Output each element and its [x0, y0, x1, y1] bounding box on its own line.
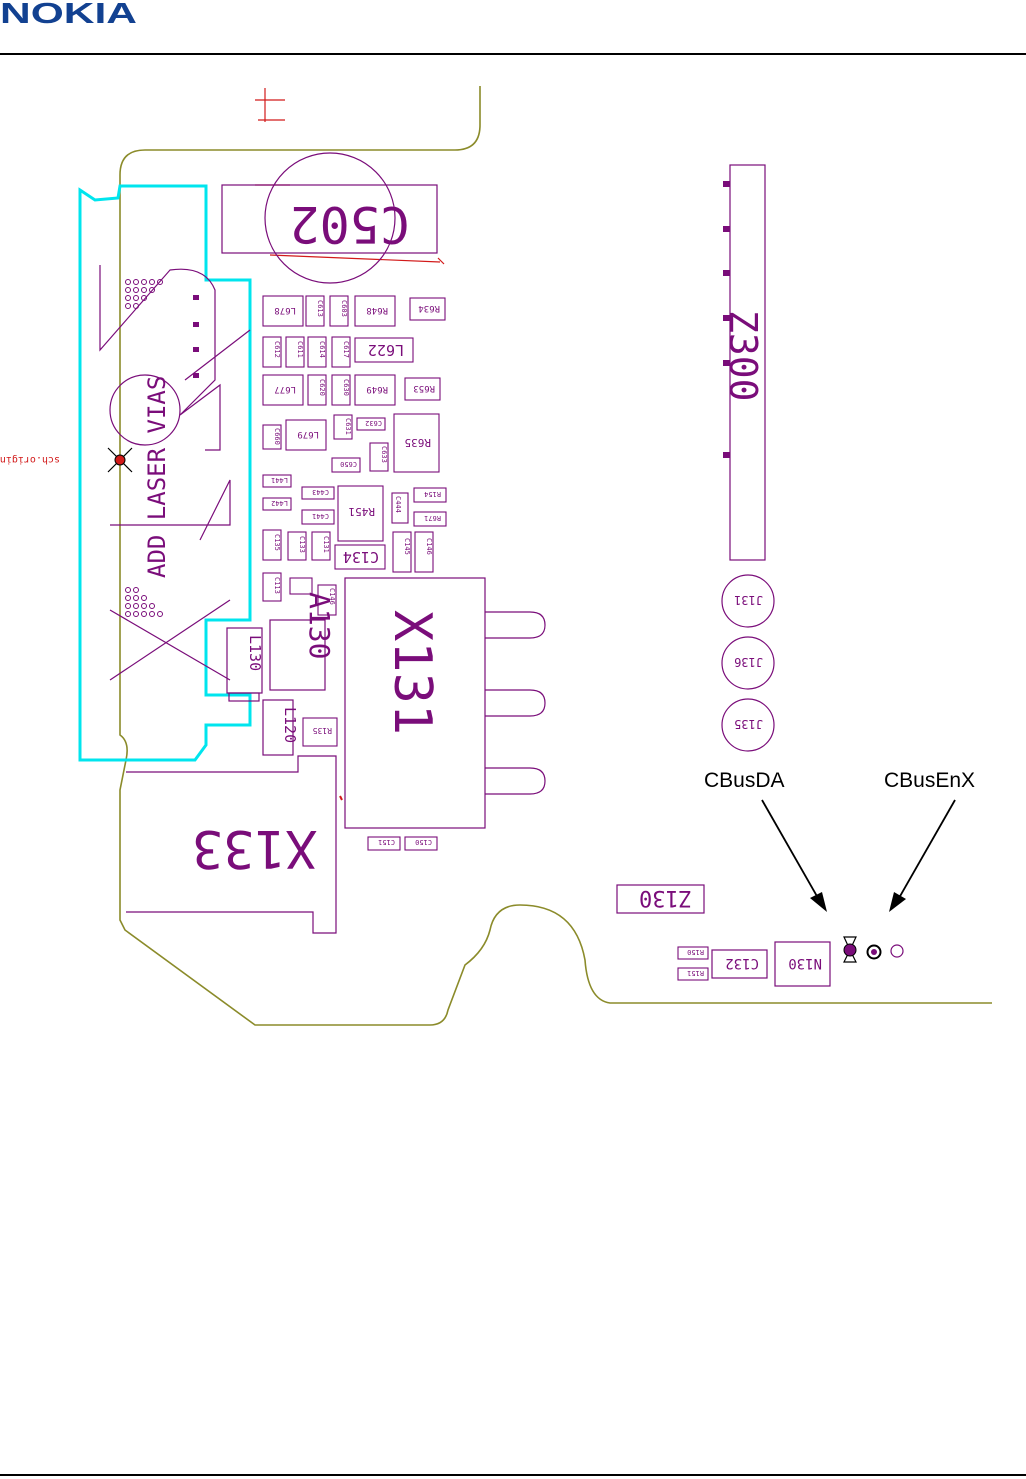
- part-l677: L677: [274, 384, 296, 394]
- part-r634: R634: [418, 303, 440, 313]
- callout-cbusenx: CBusEnX: [884, 769, 975, 912]
- part-l442: L442: [271, 499, 288, 507]
- l120-label: L120: [281, 707, 299, 743]
- part-c146: C146: [425, 538, 433, 555]
- part-r648: R648: [366, 305, 388, 315]
- test-points: [721, 574, 775, 752]
- part-c613: C613: [316, 300, 324, 317]
- part-c134: C134: [343, 548, 379, 566]
- part-r451: R451: [349, 505, 376, 518]
- part-c113: C113: [273, 577, 281, 594]
- c502-battery: [221, 152, 438, 284]
- part-c620: C620: [318, 379, 326, 396]
- x131-connector: [344, 577, 546, 829]
- z300-connector: [723, 164, 766, 561]
- callout-cbusenx-label: CBusEnX: [884, 769, 975, 792]
- part-r135: R135: [313, 726, 332, 735]
- part-c614: C614: [318, 341, 326, 358]
- part-c630: C630: [342, 379, 350, 396]
- part-c632: C632: [365, 419, 382, 427]
- part-c441: C441: [312, 512, 329, 520]
- z300-label: Z300: [721, 310, 765, 402]
- j136-label: J136: [734, 655, 763, 669]
- part-c603: C603: [340, 300, 348, 317]
- part-c444: C444: [394, 496, 402, 513]
- small-labels: L678 C613 C603 R648 R634 C612 C611 C614 …: [271, 300, 704, 977]
- footer-rule: [0, 1474, 1026, 1476]
- part-l679: L679: [297, 429, 319, 439]
- part-c131: C131: [322, 536, 330, 553]
- callout-cbusda-label: CBusDA: [704, 769, 785, 792]
- laser-annotation: [99, 265, 251, 681]
- part-c660: C660: [273, 428, 281, 445]
- part-c650: C650: [340, 460, 357, 468]
- nokia-logo: NOKIA: [0, 0, 140, 30]
- c502-label: C502: [290, 195, 410, 253]
- part-r635: R635: [405, 436, 432, 449]
- red-tick: [339, 795, 343, 801]
- laser-via-region: [78, 184, 252, 762]
- x133-label: X133: [192, 818, 317, 878]
- n130-label: N130: [788, 955, 822, 971]
- part-c133: C133: [298, 536, 306, 553]
- j135-label: J135: [734, 717, 763, 731]
- small-pads: [193, 295, 199, 378]
- callout-cbusda: CBusDA: [704, 769, 827, 912]
- part-r151: R151: [687, 969, 704, 977]
- part-c611: C611: [296, 341, 304, 358]
- part-l441: L441: [271, 476, 288, 484]
- part-c617: C617: [342, 341, 350, 358]
- nokia-wordmark: NOKIA: [0, 0, 137, 26]
- part-c150: C150: [415, 838, 432, 846]
- part-c443: C443: [312, 488, 329, 496]
- laser-via-note: ADD LASER VIAS: [143, 376, 171, 578]
- component-boxes: [262, 295, 709, 981]
- part-r154: R154: [424, 490, 441, 498]
- part-r671: R671: [424, 514, 441, 522]
- part-c146b: C146: [328, 588, 336, 605]
- part-l678: L678: [274, 305, 296, 315]
- part-c151: C151: [378, 838, 395, 846]
- z130-label: Z130: [639, 885, 692, 910]
- part-c633: C633: [380, 446, 388, 463]
- part-c612: C612: [273, 341, 281, 358]
- part-r150: R150: [687, 948, 704, 956]
- origin-label: sch.origin: [0, 454, 60, 465]
- via-dots: [125, 279, 163, 617]
- l130-label: L130: [246, 635, 264, 671]
- a130-label: A130: [303, 592, 336, 659]
- c132-label: C132: [725, 955, 759, 971]
- x131-label: X131: [382, 610, 442, 735]
- x133-connector: [126, 755, 337, 934]
- part-c631: C631: [344, 418, 352, 435]
- part-l622: L622: [368, 341, 404, 359]
- a130-l130-group: [226, 619, 326, 756]
- j131-label: J131: [734, 593, 763, 607]
- origin-marker: [107, 447, 133, 473]
- header-rule: [0, 53, 1026, 55]
- cbus-test-pads: [843, 936, 904, 963]
- part-c135: C135: [273, 534, 281, 551]
- part-r649: R649: [366, 384, 388, 394]
- part-c145: C145: [403, 538, 411, 555]
- board-outline: [119, 86, 992, 1026]
- bottom-right-parts: [616, 884, 831, 987]
- part-r653: R653: [413, 383, 435, 393]
